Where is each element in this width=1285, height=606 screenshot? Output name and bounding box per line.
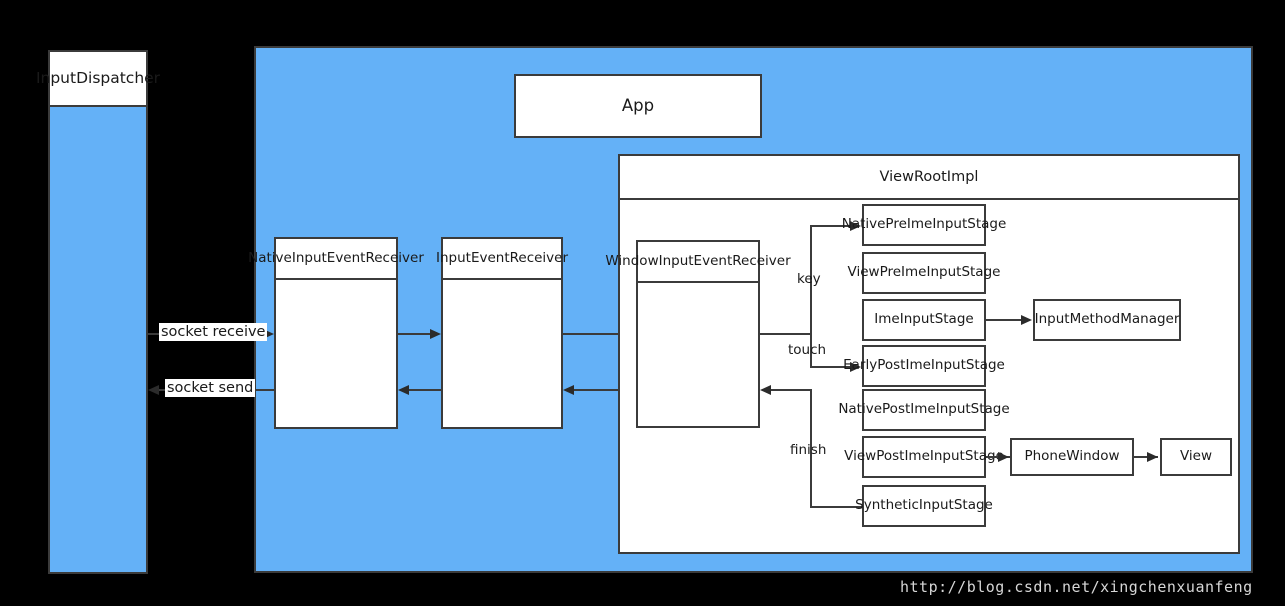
view-label: View xyxy=(1179,448,1213,465)
touch-branch-horizontal xyxy=(810,366,851,368)
native-input-event-receiver-label: NativeInputEventReceiver xyxy=(248,249,424,266)
touch-branch-label: touch xyxy=(788,342,827,358)
input-event-receiver-header: InputEventReceiver xyxy=(436,239,568,280)
stage-label: ImeInputStage xyxy=(874,311,974,328)
input-dispatcher-column xyxy=(48,50,148,574)
native-input-event-receiver-box: NativeInputEventReceiver xyxy=(248,237,424,429)
phone-window-label: PhoneWindow xyxy=(1024,448,1120,465)
input-to-native-receiver-arrowhead xyxy=(398,384,409,395)
touch-branch-arrowhead xyxy=(850,361,861,372)
input-dispatcher-label: InputDispatcher xyxy=(35,68,161,87)
stage-box-native-pre-ime: NativePreImeInputStage xyxy=(842,204,1006,246)
key-branch-arrowhead xyxy=(850,220,861,231)
input-receiver-to-window-receiver-line xyxy=(563,333,625,335)
dispatch-trunk-line xyxy=(760,333,812,335)
socket-receive-label: socket receive xyxy=(159,323,268,341)
viewpostime-to-phonewindow-arrowhead xyxy=(998,451,1009,462)
input-event-receiver-box: InputEventReceiver xyxy=(436,237,568,429)
watermark: http://blog.csdn.net/xingchenxuanfeng xyxy=(900,578,1253,596)
phonewindow-to-view-line xyxy=(1134,456,1158,458)
phonewindow-to-view-arrowhead xyxy=(1147,451,1158,462)
ime-to-imm-arrowhead xyxy=(1021,314,1032,325)
finish-branch-bottom-horizontal xyxy=(810,506,862,508)
native-input-event-receiver-header: NativeInputEventReceiver xyxy=(248,239,424,280)
stage-box-view-post-ime: ViewPostImeInputStage xyxy=(844,436,1004,478)
stage-box-native-post-ime: NativePostImeInputStage xyxy=(838,389,1010,431)
window-receiver-to-input-receiver-line xyxy=(574,389,636,391)
finish-branch-label: finish xyxy=(790,442,827,458)
input-method-manager-label: InputMethodManager xyxy=(1034,311,1180,328)
window-input-event-receiver-header: WindowInputEventReceiver xyxy=(605,242,791,283)
input-method-manager-box: InputMethodManager xyxy=(1033,299,1181,341)
socket-send-arrowhead xyxy=(148,384,159,395)
window-input-event-receiver-label: WindowInputEventReceiver xyxy=(605,252,791,269)
native-to-input-receiver-line xyxy=(398,333,431,335)
app-label: App xyxy=(621,95,655,115)
input-event-receiver-label: InputEventReceiver xyxy=(435,249,569,266)
view-box: View xyxy=(1160,438,1232,476)
socket-send-label: socket send xyxy=(165,379,256,397)
viewrootimpl-title-bar: ViewRootImpl xyxy=(620,156,1238,200)
native-input-event-receiver-body xyxy=(276,280,396,427)
native-to-input-receiver-arrowhead xyxy=(430,328,441,339)
input-event-receiver-body xyxy=(443,280,561,427)
touch-branch-vertical xyxy=(810,333,812,368)
stage-label: ViewPostImeInputStage xyxy=(844,448,1004,465)
key-branch-vertical xyxy=(810,225,812,335)
stage-label: NativePreImeInputStage xyxy=(841,216,1007,233)
app-box: App xyxy=(514,74,762,138)
finish-branch-vertical xyxy=(810,389,812,508)
finish-branch-arrowhead xyxy=(760,384,771,395)
stage-label: ViewPreImeInputStage xyxy=(847,264,1001,281)
stage-box-early-post-ime: EarlyPostImeInputStage xyxy=(843,345,1005,387)
stage-box-view-pre-ime: ViewPreImeInputStage xyxy=(848,252,1000,294)
phone-window-box: PhoneWindow xyxy=(1010,438,1134,476)
window-input-event-receiver-box: WindowInputEventReceiver xyxy=(605,240,791,428)
key-branch-label: key xyxy=(797,271,821,287)
finish-branch-top-horizontal xyxy=(771,389,812,391)
stage-label: EarlyPostImeInputStage xyxy=(843,357,1005,374)
viewrootimpl-title: ViewRootImpl xyxy=(879,169,979,185)
socket-receive-arrowhead xyxy=(263,328,274,339)
stage-box-ime-input: ImeInputStage xyxy=(862,299,986,341)
stage-label: SyntheticInputStage xyxy=(855,497,993,514)
stage-label: NativePostImeInputStage xyxy=(838,401,1010,418)
input-dispatcher-box: InputDispatcher xyxy=(36,50,160,107)
window-receiver-to-input-receiver-arrowhead xyxy=(563,384,574,395)
key-branch-horizontal xyxy=(810,225,851,227)
input-to-native-receiver-line xyxy=(409,389,442,391)
ime-to-imm-line xyxy=(986,319,1022,321)
window-input-event-receiver-body xyxy=(638,283,758,426)
stage-box-synthetic-input: SyntheticInputStage xyxy=(855,485,993,527)
